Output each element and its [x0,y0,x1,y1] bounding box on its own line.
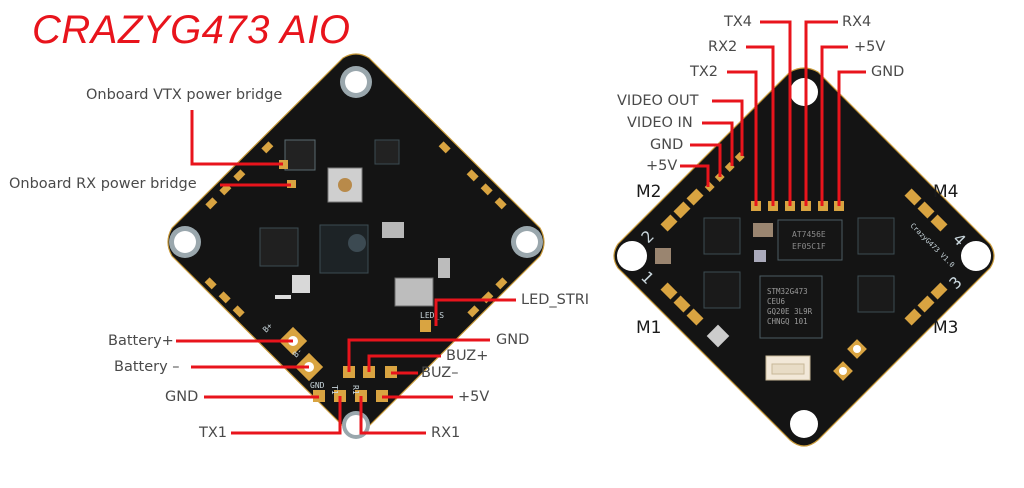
label-tx1: TX1 [199,425,228,441]
label-battery-plus: Battery+ [108,333,174,349]
label-gnd-right-board: GND [650,137,684,153]
label-rx-power-bridge: Onboard RX power bridge [9,176,197,192]
leader-rx4 [804,20,838,206]
label-video-out: VIDEO OUT [617,93,699,109]
leader-led-strip [434,298,516,326]
motor-label-m4: M4 [933,182,959,202]
vtx-bridge-pad [279,160,288,169]
mcu-line3: GQ20E 3L9R [767,307,813,316]
label-plus5v-top: +5V [854,39,886,55]
osd-chip-line2: EF05C1F [792,242,826,251]
leader-plus5v-top [820,45,848,206]
leader-tx2 [727,70,758,206]
right-leader-lines [680,20,866,206]
left-silk: B+ B- GND T1 R1 LED_S [261,311,444,395]
right-chips: AT7456E EF05C1F STM32G473 CEU6 GQ20E 3L9… [655,217,895,381]
label-buz-minus: BUZ– [421,365,459,381]
leader-gnd-left-r [690,143,722,177]
leader-tx4 [760,20,792,206]
leader-buz-plus [367,354,441,372]
osd-chip-line1: AT7456E [792,230,826,239]
silk-t1: T1 [330,385,339,395]
label-gnd-left: GND [165,389,199,405]
label-rx2: RX2 [708,39,738,55]
right-motor-pads [660,188,948,326]
right-extra-pads [833,339,867,381]
silk-gnd: GND [310,381,325,390]
label-led-strip: LED_STRI [521,292,590,308]
label-vtx-power-bridge: Onboard VTX power bridge [86,87,283,103]
leader-gnd-top [837,70,866,206]
silk-r1: R1 [351,385,360,395]
leader-video-out [712,99,744,156]
label-video-in: VIDEO IN [627,115,693,131]
left-components [259,139,450,307]
label-tx2: TX2 [690,64,719,80]
leader-gnd-right [347,338,490,372]
mcu-line1: STM32G473 [767,287,808,296]
diagram-title: CRAZYG473 AIO [32,8,351,52]
mcu-line4: CHNGQ 101 [767,317,808,326]
right-mount-holes [617,78,991,438]
motor-label-m3: M3 [933,318,959,338]
leader-vtx-bridge [190,110,283,166]
leader-tx1 [231,396,342,435]
label-plus5v-right-board: +5V [646,158,678,174]
label-rx1: RX1 [431,425,461,441]
label-gnd-right: GND [496,332,530,348]
motor-label-m2: M2 [636,182,662,202]
label-tx4: TX4 [724,14,753,30]
right-board: AT7456E EF05C1F STM32G473 CEU6 GQ20E 3L9… [613,67,995,447]
rx-bridge-pad [287,180,296,188]
motor-label-m1: M1 [636,318,662,338]
left-motor-pads [204,141,508,318]
left-mount-holes [169,66,543,439]
leader-video-in [702,121,734,166]
silk-led: LED_S [420,311,444,320]
leader-plus5v-left [680,164,710,187]
label-battery-minus: Battery – [114,359,180,375]
leader-rx1 [359,396,426,435]
mcu-line2: CEU6 [767,297,786,306]
left-leader-lines [176,110,516,435]
label-buz-plus: BUZ+ [446,348,489,364]
left-board: B+ B- GND T1 R1 LED_S [167,53,545,439]
label-plus5v-left-board: +5V [458,389,490,405]
label-rx4: RX4 [842,14,872,30]
label-gnd-top: GND [871,64,905,80]
leader-rx2 [746,45,775,206]
